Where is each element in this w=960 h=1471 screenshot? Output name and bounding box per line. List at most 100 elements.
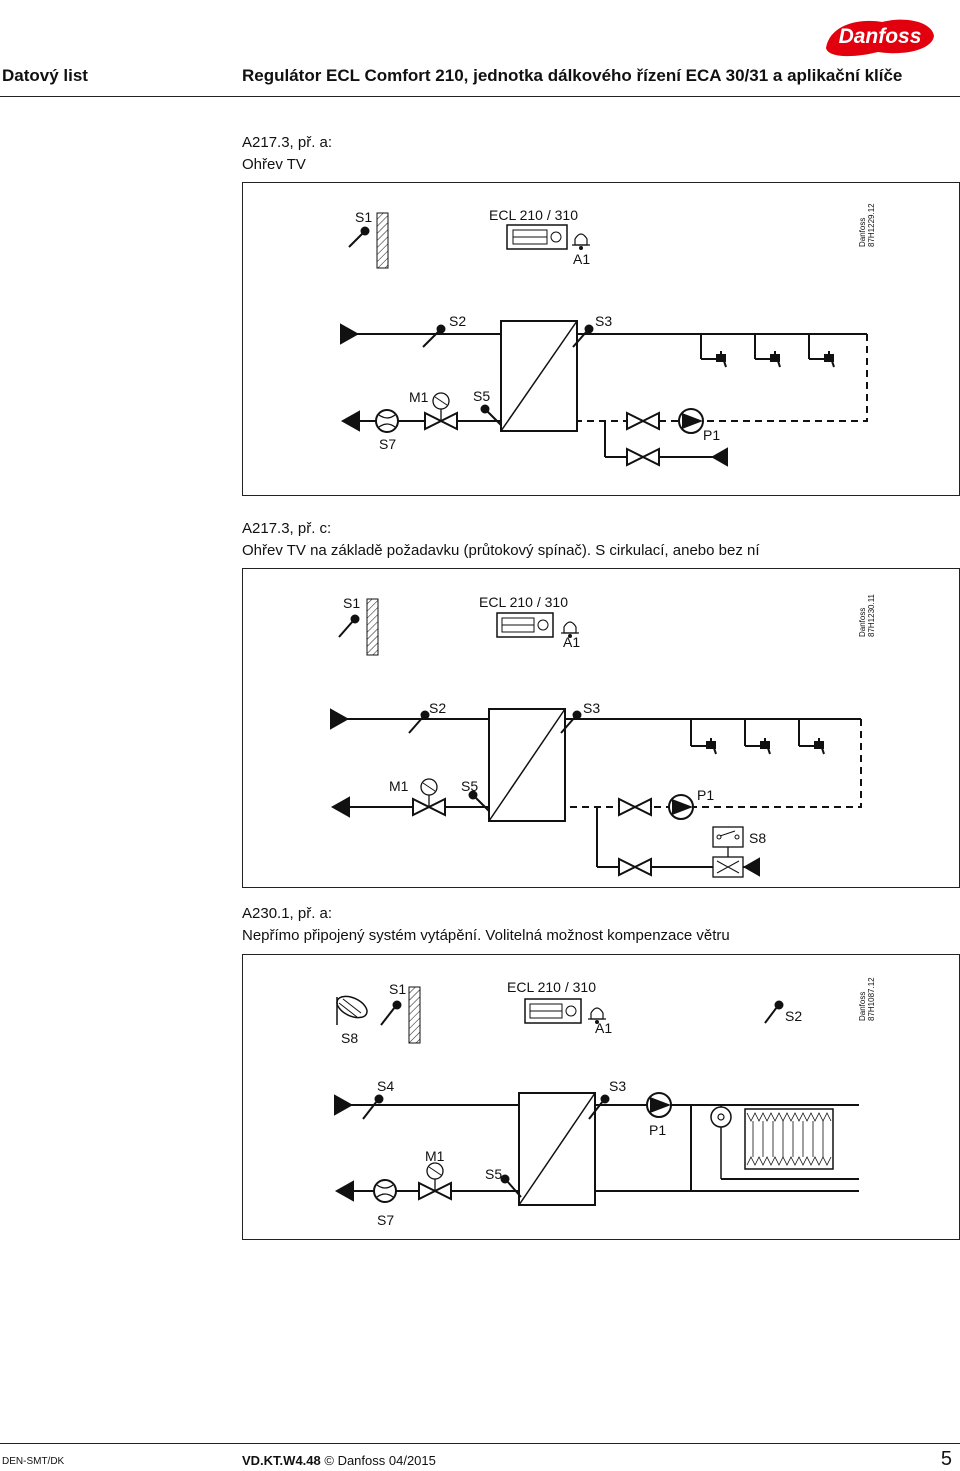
sensor-s3-icon <box>588 1094 610 1120</box>
tap-icon <box>744 719 771 755</box>
tap-icon <box>754 334 781 368</box>
outdoor-sensor-s1-icon <box>338 614 360 638</box>
diagram3-panel: S1 ECL 210 / 310 A1 S2 S8 S4 S3 P1 M1 S5… <box>242 954 960 1240</box>
label-s2: S2 <box>785 1008 802 1024</box>
label-s1: S1 <box>389 981 406 997</box>
drawing-code: 87H1229.12 <box>867 203 876 247</box>
diagram3-caption: A230.1, př. a: Nepřímo připojený systém … <box>242 903 730 947</box>
flow-meter-s7-icon <box>375 409 399 433</box>
control-valve-m1-icon <box>412 778 446 817</box>
sensor-s4-icon <box>362 1094 384 1120</box>
brand-label: Danfoss <box>858 608 867 637</box>
tap-icon <box>798 719 825 755</box>
diagram2-title: Ohřev TV na základě požadavku (průtokový… <box>242 542 760 559</box>
alarm-bell-icon <box>588 1007 606 1024</box>
heat-exchanger-icon <box>500 320 578 432</box>
diagram2-svg: S1 ECL 210 / 310 A1 S2 S3 M1 S5 P1 S8 Da… <box>330 593 876 878</box>
label-s2: S2 <box>429 700 446 716</box>
controller-label: ECL 210 / 310 <box>489 207 578 223</box>
room-sensor-s2-icon <box>764 1000 784 1024</box>
label-p1: P1 <box>703 427 720 443</box>
label-p1: P1 <box>649 1122 666 1138</box>
inlet-arrow-icon <box>340 323 360 345</box>
label-m1: M1 <box>425 1148 445 1164</box>
sensor-s2-icon <box>408 710 430 734</box>
wall-hatch-icon <box>366 598 379 656</box>
outdoor-sensor-s1-icon <box>380 1000 402 1026</box>
alarm-bell-icon <box>561 621 579 638</box>
label-m1: M1 <box>389 778 409 794</box>
pump-p1-icon <box>646 1092 672 1118</box>
tap-icon <box>808 334 835 368</box>
label-s1: S1 <box>355 209 372 225</box>
check-valve-icon <box>626 411 660 431</box>
label-s3: S3 <box>595 313 612 329</box>
label-s5: S5 <box>485 1166 502 1182</box>
alarm-bell-icon <box>572 233 590 250</box>
label-s8: S8 <box>749 830 766 846</box>
label-a1: A1 <box>563 634 580 650</box>
label-p1: P1 <box>697 787 714 803</box>
footer-left: DEN-SMT/DK <box>2 1456 65 1467</box>
footer-copyright: © Danfoss 04/2015 <box>324 1453 436 1468</box>
radiator-icon <box>744 1108 834 1170</box>
label-s1: S1 <box>343 595 360 611</box>
danfoss-logo: Danfoss <box>820 14 938 65</box>
diagram2-caption: A217.3, př. c: Ohřev TV na základě požad… <box>242 518 760 562</box>
diagram3-ref: A230.1, př. a: <box>242 905 333 922</box>
doc-type: Datový list <box>2 66 88 85</box>
inlet-arrow-icon <box>334 1094 354 1116</box>
check-valve-icon <box>626 447 660 467</box>
label-a1: A1 <box>595 1020 612 1036</box>
diagram3-svg: S1 ECL 210 / 310 A1 S2 S8 S4 S3 P1 M1 S5… <box>334 977 876 1228</box>
heat-exchanger-icon <box>518 1092 596 1206</box>
diagram1-caption: A217.3, př. a: Ohřev TV <box>242 132 332 176</box>
label-s7: S7 <box>377 1212 394 1228</box>
page-title: Regulátor ECL Comfort 210, jednotka dálk… <box>242 66 903 85</box>
drawing-code: 87H1230.11 <box>867 593 876 637</box>
brand-label: Danfoss <box>858 218 867 247</box>
label-m1: M1 <box>409 389 429 405</box>
sensor-s5-icon <box>480 404 502 426</box>
check-valve-icon <box>618 797 652 817</box>
outdoor-sensor-s1-icon <box>348 226 370 248</box>
heat-exchanger-icon <box>488 708 566 822</box>
control-valve-m1-icon <box>424 392 458 431</box>
return-arrow-icon <box>330 796 350 818</box>
circulation-line <box>565 719 862 808</box>
brand-label: Danfoss <box>858 992 867 1021</box>
pump-p1-icon <box>668 794 694 820</box>
header-divider <box>0 96 960 97</box>
wind-sensor-s8-icon <box>336 995 368 1025</box>
controller-label: ECL 210 / 310 <box>507 979 596 995</box>
return-arrow-icon <box>340 410 360 432</box>
label-s7: S7 <box>379 436 396 452</box>
diagram1-svg: S1 ECL 210 / 310 A1 S2 S3 M1 S5 S7 P1 Da… <box>340 203 876 467</box>
label-s8: S8 <box>341 1030 358 1046</box>
diagram1-ref: A217.3, př. a: <box>242 134 333 151</box>
circulation-line <box>577 334 868 422</box>
cold-water-arrow-icon <box>710 447 728 467</box>
sensor-s3-icon <box>572 324 594 348</box>
sensor-s3-icon <box>560 710 582 734</box>
sensor-s5-icon <box>468 790 490 812</box>
drawing-code: 87H1087.12 <box>867 977 876 1021</box>
sensor-s2-icon <box>422 324 446 348</box>
page-number: 5 <box>940 1448 952 1470</box>
logo-text: Danfoss <box>839 25 922 48</box>
sensor-s5-icon <box>500 1174 522 1198</box>
tap-icon <box>690 719 717 755</box>
tap-icon <box>700 334 727 368</box>
control-valve-m1-icon <box>418 1162 452 1201</box>
cold-water-arrow-icon <box>742 857 760 877</box>
label-s5: S5 <box>461 778 478 794</box>
label-s4: S4 <box>377 1078 394 1094</box>
ecl-controller-icon <box>524 998 582 1024</box>
footer-doc-ref: VD.KT.W4.48 © Danfoss 04/2015 <box>242 1453 436 1468</box>
footer-divider <box>0 1443 960 1444</box>
diagram1-panel: S1 ECL 210 / 310 A1 S2 S3 M1 S5 S7 P1 Da… <box>242 182 960 496</box>
pump-p1-icon <box>678 408 704 434</box>
controller-label: ECL 210 / 310 <box>479 594 568 610</box>
ecl-controller-icon <box>496 612 554 638</box>
return-arrow-icon <box>334 1180 354 1202</box>
